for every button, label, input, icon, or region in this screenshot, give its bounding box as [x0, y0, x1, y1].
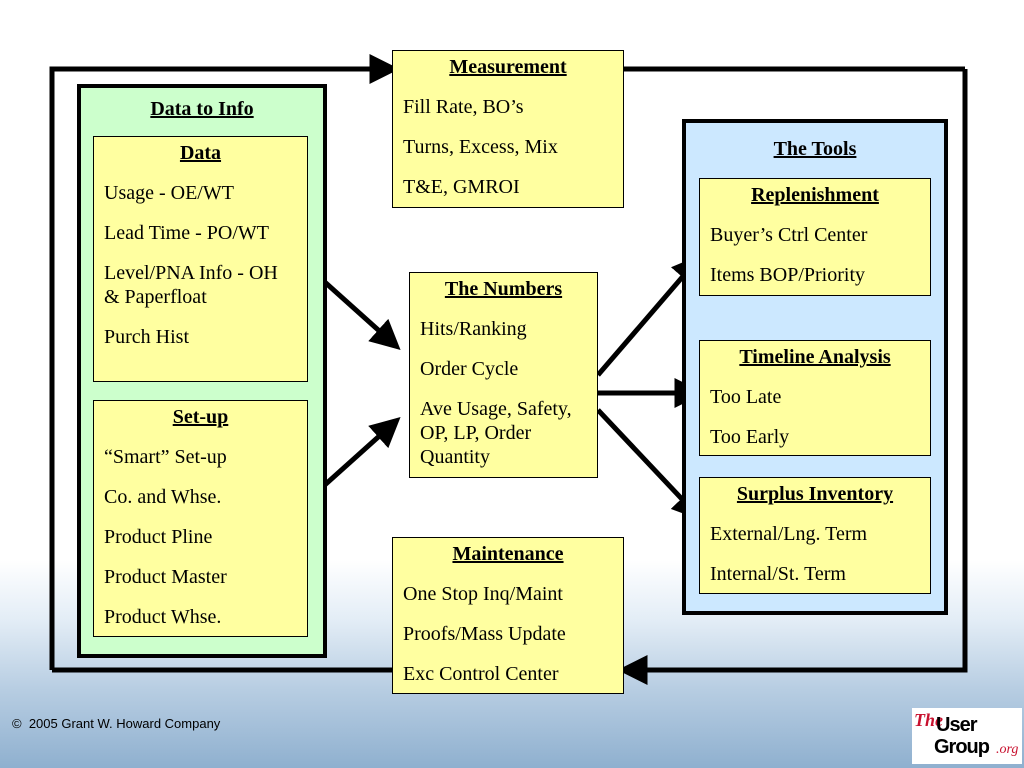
setup-line: Product Whse. [104, 606, 222, 628]
logo-group: Group [934, 736, 990, 758]
numbers-line: Hits/Ranking [420, 318, 527, 340]
measurement-line: Fill Rate, BO’s [403, 96, 524, 118]
tools-title: The Tools [773, 138, 857, 160]
data-line: Usage - OE/WT [104, 182, 234, 204]
timeline-box: Timeline Analysis Too Late Too Early [699, 340, 931, 456]
user-group-logo: The User Group .org [912, 708, 1022, 764]
replenishment-box-title: Replenishment [751, 184, 879, 206]
data-box-title: Data [179, 142, 222, 164]
loop-bottom-arrow [617, 69, 968, 685]
logo-the: The [914, 710, 943, 730]
timeline-box-title: Timeline Analysis [739, 346, 891, 368]
measurement-box: Measurement Fill Rate, BO’s Turns, Exces… [392, 50, 624, 208]
copyright-text: 2005 Grant W. Howard Company [28, 716, 221, 731]
timeline-line: Too Late [710, 386, 782, 408]
setup-line: Co. and Whse. [104, 486, 222, 508]
replenishment-line: Buyer’s Ctrl Center [710, 224, 868, 246]
timeline-line: Too Early [710, 426, 790, 448]
data-line: Purch Hist [104, 326, 189, 348]
measurement-box-title: Measurement [449, 56, 567, 78]
surplus-box: Surplus Inventory External/Lng. Term Int… [699, 477, 931, 594]
numbers-line: Ave Usage, Safety, OP, LP, Order Quantit… [420, 398, 572, 468]
setup-line: “Smart” Set-up [104, 446, 227, 468]
maintenance-line: One Stop Inq/Maint [403, 583, 563, 605]
numbers-box: The Numbers Hits/Ranking Order Cycle Ave… [409, 272, 598, 478]
replenishment-line: Items BOP/Priority [710, 264, 866, 286]
numbers-box-title: The Numbers [444, 278, 563, 300]
data-to-info-title: Data to Info [150, 98, 254, 120]
data-box: Data Usage - OE/WT Lead Time - PO/WT Lev… [93, 136, 308, 382]
data-line: Lead Time - PO/WT [104, 222, 269, 244]
setup-box-title: Set-up [172, 406, 229, 428]
maintenance-line: Exc Control Center [403, 663, 559, 685]
numbers-line: Order Cycle [420, 358, 519, 380]
loop-top-arrow [49, 54, 400, 670]
logo-org: .org [996, 742, 1019, 757]
data-line: Level/PNA Info - OH & Paperfloat [104, 262, 278, 308]
surplus-line: External/Lng. Term [710, 523, 868, 545]
numbers-to-surplus-arrow [596, 408, 703, 521]
measurement-line: Turns, Excess, Mix [403, 136, 558, 158]
replenishment-box: Replenishment Buyer’s Ctrl Center Items … [699, 178, 931, 296]
numbers-to-replenishment-arrow [596, 254, 702, 377]
footer-copyright: © 2005 Grant W. Howard Company [12, 716, 220, 731]
maintenance-box-title: Maintenance [452, 543, 564, 565]
logo-user: User [936, 714, 977, 736]
measurement-line: T&E, GMROI [403, 176, 520, 198]
maintenance-box: Maintenance One Stop Inq/Maint Proofs/Ma… [392, 537, 624, 694]
setup-line: Product Pline [104, 526, 213, 548]
surplus-box-title: Surplus Inventory [736, 483, 894, 505]
copyright-symbol: © [12, 716, 22, 731]
setup-line: Product Master [104, 566, 227, 588]
setup-box: Set-up “Smart” Set-up Co. and Whse. Prod… [93, 400, 308, 637]
surplus-line: Internal/St. Term [710, 563, 846, 585]
maintenance-line: Proofs/Mass Update [403, 623, 566, 645]
